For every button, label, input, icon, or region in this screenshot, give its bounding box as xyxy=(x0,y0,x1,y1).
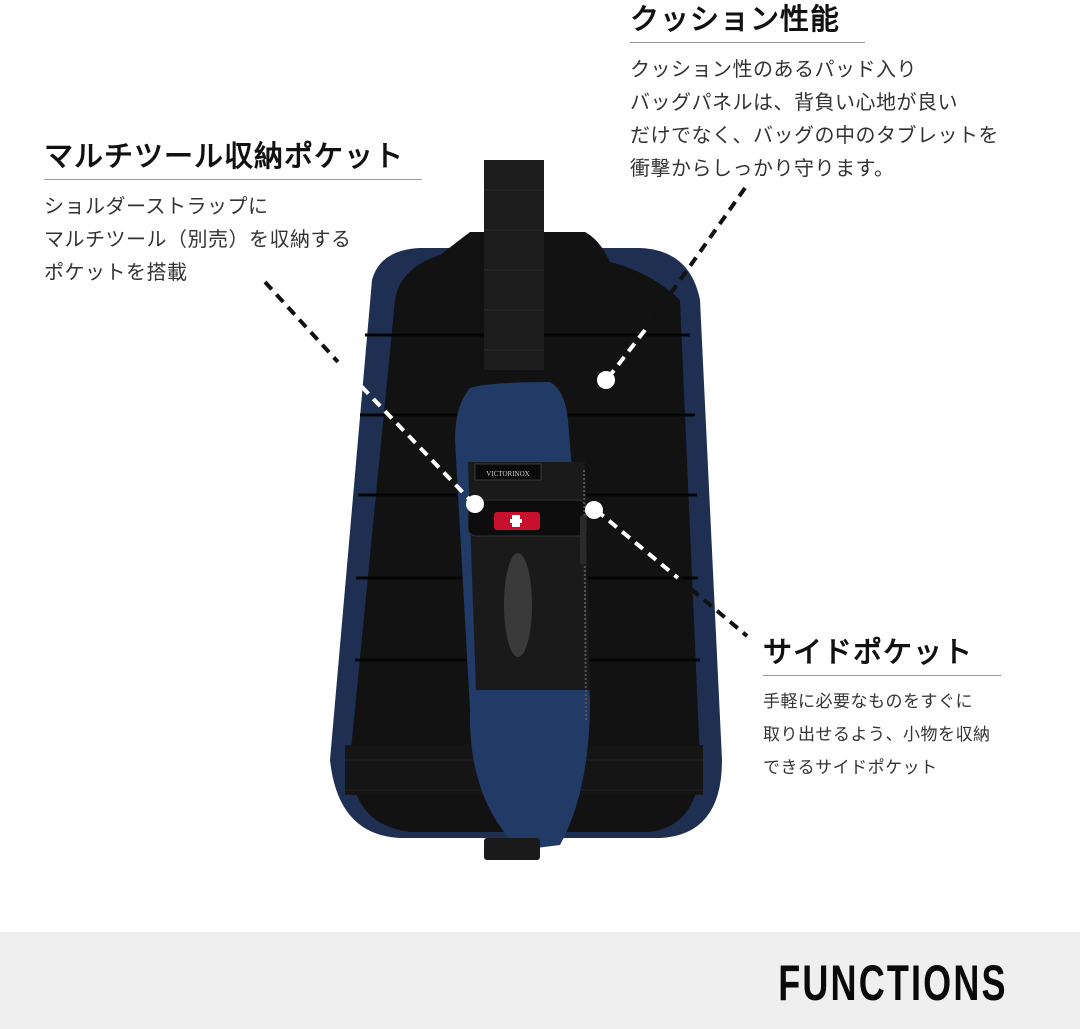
section-label: FUNCTIONS xyxy=(778,955,1008,1011)
callout-line: ショルダーストラップに xyxy=(44,194,269,218)
leader-line-side-pocket xyxy=(594,508,749,638)
callout-body: ショルダーストラップに マルチツール（別売）を収納する ポケットを搭載 xyxy=(44,190,422,289)
top-strap-webbing xyxy=(484,160,544,370)
anchor-dot-side-pocket xyxy=(585,501,603,519)
leader-line-multitool xyxy=(263,280,475,505)
callout-line: だけでなく、バッグの中のタブレットを xyxy=(630,123,999,147)
callout-side-pocket: サイドポケット 手軽に必要なものをすぐに 取り出せるよう、小物を収納 できるサイ… xyxy=(763,633,1001,785)
brand-label xyxy=(474,463,542,481)
callout-line: 衝撃からしっかり守ります。 xyxy=(630,156,895,180)
callout-line: マルチツール（別売）を収納する xyxy=(44,227,352,251)
callout-cushion: クッション性能 クッション性のあるパッド入り バッグパネルは、背負い心地が良い … xyxy=(630,0,999,185)
anchor-dot-multitool xyxy=(466,495,484,513)
product-image-sling-bag: VICTORINOX xyxy=(263,160,749,860)
svg-text:VICTORINOX: VICTORINOX xyxy=(486,470,529,478)
callout-multitool-pocket: マルチツール収納ポケット ショルダーストラップに マルチツール（別売）を収納する… xyxy=(44,137,422,289)
callout-line: バッグパネルは、背負い心地が良い xyxy=(630,90,958,114)
anchor-dot-cushion xyxy=(597,371,615,389)
footer-band: FUNCTIONS xyxy=(0,932,1080,1029)
callout-body: クッション性のあるパッド入り バッグパネルは、背負い心地が良い だけでなく、バッ… xyxy=(630,53,999,185)
leader-line-cushion xyxy=(606,186,747,380)
callout-line: 手軽に必要なものをすぐに xyxy=(763,692,973,712)
side-zipper xyxy=(583,469,587,721)
callout-title: クッション性能 xyxy=(630,0,865,43)
callout-line: できるサイドポケット xyxy=(763,758,938,778)
callout-line: ポケットを搭載 xyxy=(44,260,188,284)
knife-silhouette xyxy=(504,553,532,657)
bottom-buckle xyxy=(484,838,540,860)
callout-line: 取り出せるよう、小物を収納 xyxy=(763,725,991,745)
callout-line: クッション性のあるパッド入り xyxy=(630,57,917,81)
callout-body: 手軽に必要なものをすぐに 取り出せるよう、小物を収納 できるサイドポケット xyxy=(763,686,1001,785)
callout-title: サイドポケット xyxy=(763,633,1001,676)
callout-title: マルチツール収納ポケット xyxy=(44,137,422,180)
